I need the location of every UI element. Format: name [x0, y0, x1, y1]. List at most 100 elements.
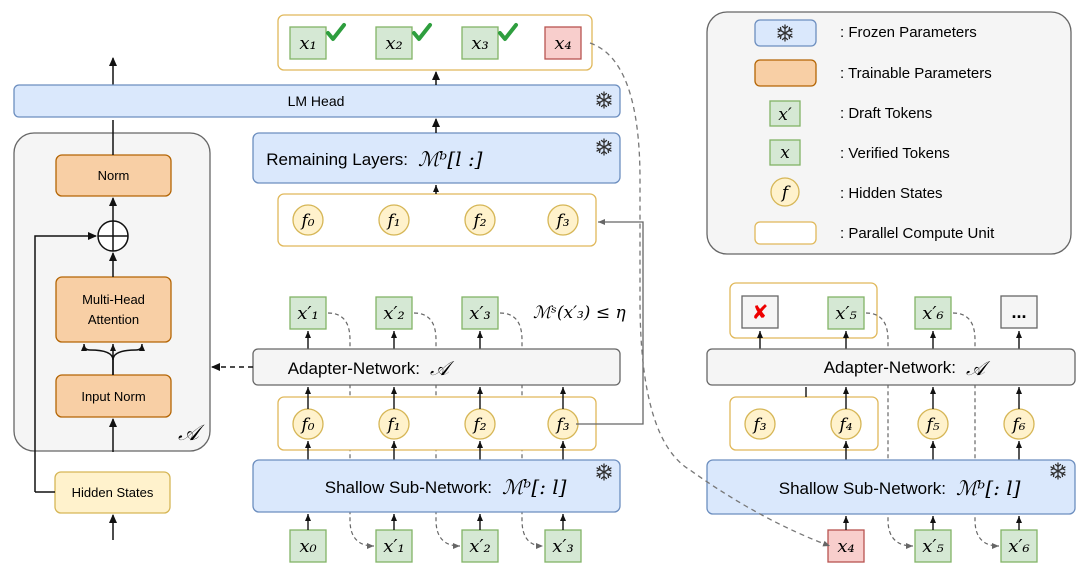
- parallel-unit-hidden-top: [277, 193, 597, 247]
- legend-draft-text: : Draft Tokens: [840, 105, 932, 122]
- legend-draft-symbol: x′: [778, 105, 792, 125]
- right-draft-token-label: x′₅: [835, 303, 856, 324]
- shallow-subnetwork-label: Shallow Sub-Network:: [325, 478, 492, 497]
- verified-token-label: x₂: [385, 33, 402, 54]
- legend: : Frozen Parameters : Trainable Paramete…: [706, 11, 1072, 255]
- hidden-state: f₁: [378, 408, 410, 440]
- input-norm-label: Input Norm: [81, 389, 145, 404]
- right-hidden-state-label: f₃: [751, 415, 766, 435]
- hidden-state-label: f₃: [554, 415, 569, 435]
- draft-token-label: x′₃: [469, 303, 490, 324]
- legend-frozen-text: : Frozen Parameters: [840, 24, 977, 41]
- right-hidden-state-label: f₄: [837, 415, 852, 435]
- right-shallow-subnetwork-box: [706, 459, 1076, 515]
- legend-verified-text: : Verified Tokens: [840, 145, 950, 162]
- input-token: x′₂: [461, 529, 499, 563]
- left-decoder-block: Norm Multi-Head Attention Input Norm 𝒜: [13, 120, 211, 492]
- exit-condition: ℳˢ(x′₃) ≤ η: [533, 303, 626, 323]
- right-hidden-state-label: f₅: [924, 415, 939, 435]
- right-input-token: x′₆: [1000, 529, 1038, 563]
- ellipsis-token: [1000, 295, 1038, 329]
- verified-token-label: x₁: [299, 33, 316, 54]
- hidden-state-label: f₀: [299, 211, 314, 231]
- remaining-layers-label: Remaining Layers:: [266, 150, 408, 169]
- hidden-state: f₃: [547, 408, 579, 440]
- input-token: x′₃: [544, 529, 582, 563]
- draft-token: x′₁: [289, 296, 327, 330]
- hidden-state: f₁: [378, 204, 410, 236]
- hidden-state-label: f₂: [471, 415, 486, 435]
- lm-head-box: [13, 84, 621, 118]
- check-icon: [412, 23, 432, 41]
- hidden-state: f₀: [292, 204, 324, 236]
- draft-token-label: x′₂: [383, 303, 404, 324]
- adapter-network-label: Adapter-Network:: [288, 359, 420, 378]
- right-hidden-state: f₆: [1003, 408, 1035, 440]
- right-input-token-label: x′₆: [1008, 536, 1029, 557]
- right-adapter-network-label: Adapter-Network:: [824, 358, 956, 377]
- mha-label-line2: Attention: [88, 312, 139, 327]
- rejection-connector: [589, 42, 831, 547]
- cross-icon: ✘: [752, 300, 769, 324]
- legend-parallel-swatch: [754, 221, 817, 245]
- hidden-states-label: Hidden States: [72, 485, 154, 500]
- right-adapter-network-box: [706, 348, 1076, 386]
- right-input-token-label: x′₅: [922, 536, 943, 557]
- right-hidden-state: f₅: [917, 408, 949, 440]
- hidden-state-label: f₃: [554, 211, 569, 231]
- rejected-token: [741, 295, 779, 329]
- lm-head-label: LM Head: [288, 93, 345, 109]
- circled-plus-icon: [97, 220, 129, 252]
- legend-hidden-text: : Hidden States: [840, 185, 943, 202]
- right-hidden-state: f₄: [830, 408, 862, 440]
- check-icon: [498, 23, 518, 41]
- right-hidden-state: f₃: [744, 408, 776, 440]
- mha-label-line1: Multi-Head: [82, 292, 145, 307]
- hidden-state-label: f₁: [385, 211, 400, 231]
- shallow-subnetwork-math: ℳᵇ[: l]: [502, 475, 567, 499]
- input-token-label: x′₂: [469, 536, 490, 557]
- hidden-state: f₃: [547, 204, 579, 236]
- input-token: x′₁: [375, 529, 413, 563]
- input-token-label: x₀: [299, 536, 316, 557]
- check-icon: [326, 23, 346, 41]
- input-token-label: x′₁: [383, 536, 404, 557]
- right-input-token: x₄: [827, 529, 865, 563]
- right-shallow-subnetwork-math: ℳᵇ[: l]: [956, 476, 1021, 500]
- draft-token: x′₂: [375, 296, 413, 330]
- hidden-state-label: f₀: [299, 415, 314, 435]
- verified-token: x₂: [375, 26, 413, 60]
- draft-token-label: x′₁: [297, 303, 318, 324]
- legend-hidden-symbol: f: [780, 183, 791, 203]
- right-hidden-state-label: f₆: [1010, 415, 1025, 435]
- legend-hidden-swatch: [770, 177, 800, 207]
- hidden-state: f₀: [292, 408, 324, 440]
- input-token-label: x′₃: [552, 536, 573, 557]
- legend-parallel-text: : Parallel Compute Unit: [840, 225, 995, 242]
- right-draft-token-label: x′₆: [922, 303, 943, 324]
- right-shallow-subnetwork-label: Shallow Sub-Network:: [779, 479, 946, 498]
- verified-token: x₃: [461, 26, 499, 60]
- verified-token-label: x₄: [554, 33, 571, 54]
- legend-trainable-swatch: [754, 59, 817, 87]
- verified-token: x₁: [289, 26, 327, 60]
- hidden-state-label: f₁: [385, 415, 400, 435]
- right-draft-token: x′₅: [827, 296, 865, 330]
- verified-token-label: x₃: [471, 33, 488, 54]
- mha-box: [55, 276, 172, 343]
- right-input-token: x′₅: [914, 529, 952, 563]
- remaining-layers-math: ℳᵇ[l :]: [418, 147, 483, 171]
- legend-verified-swatch: [769, 139, 801, 166]
- draft-token: x′₃: [461, 296, 499, 330]
- right-input-token-label: x₄: [837, 536, 854, 557]
- norm-label: Norm: [98, 168, 130, 183]
- shallow-subnetwork-box: [252, 459, 621, 513]
- hidden-state: f₂: [464, 204, 496, 236]
- input-token: x₀: [289, 529, 327, 563]
- legend-verified-symbol: x: [780, 143, 790, 163]
- legend-draft-swatch: [769, 100, 801, 127]
- ellipsis-text: ...: [1011, 302, 1026, 322]
- hidden-state-label: f₂: [471, 211, 486, 231]
- legend-trainable-text: : Trainable Parameters: [840, 65, 992, 82]
